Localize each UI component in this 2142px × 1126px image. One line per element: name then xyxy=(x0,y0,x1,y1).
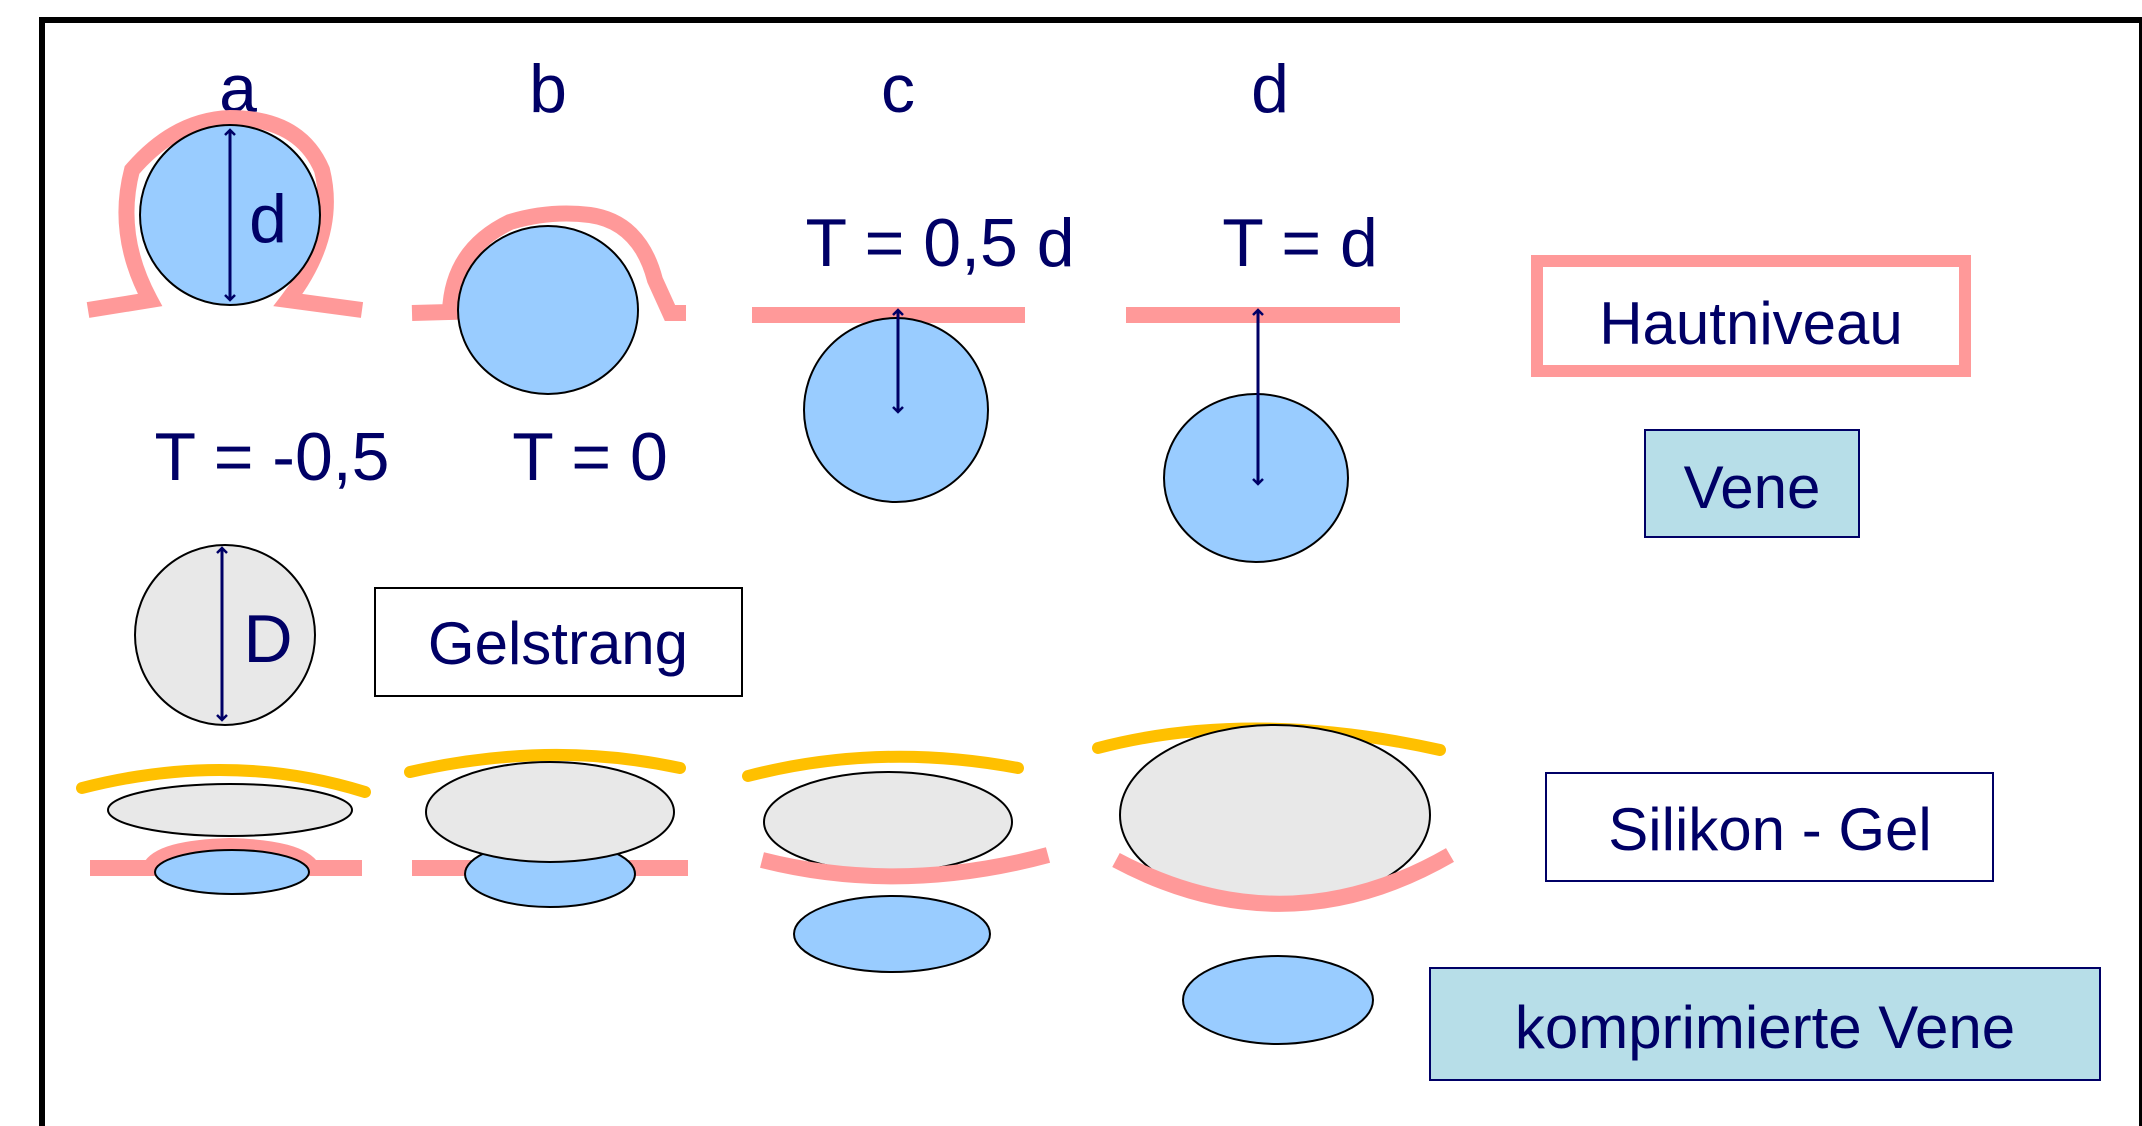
diameter-label-d: d xyxy=(249,181,287,257)
skin-line-c-compressed xyxy=(760,847,1051,885)
skin-line-a-compressed xyxy=(90,837,362,876)
legend-silicone-gel-label: Silikon - Gel xyxy=(1608,796,1931,863)
vein-c xyxy=(803,317,989,503)
vein-b xyxy=(457,225,639,395)
column-d-uncompressed: T = d xyxy=(1126,205,1400,563)
column-a-compressed xyxy=(76,764,371,895)
column-b-compressed xyxy=(404,748,688,908)
column-c-uncompressed: T = 0,5 d xyxy=(752,205,1075,503)
vein-d-compressed xyxy=(1182,955,1374,1045)
outer-frame xyxy=(39,17,2142,1126)
silicone-gel-c xyxy=(742,750,1024,782)
vein-d xyxy=(1163,393,1349,563)
legend-silicone-gel-box xyxy=(1545,772,1994,882)
silicone-gel-a xyxy=(76,764,371,798)
column-label-b: b xyxy=(529,51,567,127)
skin-line-a xyxy=(86,109,364,318)
legend-compressed-vein-box xyxy=(1429,967,2101,1081)
legend-skin-level-label: Hautniveau xyxy=(1599,290,1903,357)
gel-b xyxy=(425,761,675,863)
depth-label-c: T = 0,5 d xyxy=(805,205,1074,281)
legend-skin-level-box xyxy=(1531,255,1971,377)
skin-line-b xyxy=(411,205,686,321)
vein-a-compressed xyxy=(154,849,310,895)
silicone-gel-b xyxy=(404,748,686,778)
column-c-compressed xyxy=(742,750,1051,973)
vein-c-compressed xyxy=(793,895,991,973)
gel-strand-sample: D xyxy=(134,544,316,726)
column-b-uncompressed xyxy=(411,205,686,395)
depth-label-d: T = d xyxy=(1222,205,1378,281)
column-label-c: c xyxy=(881,51,915,127)
depth-label-b: T = 0 xyxy=(512,419,668,495)
legend-vein-box xyxy=(1644,429,1860,538)
depth-label-a: T = -0,5 xyxy=(155,419,390,495)
legend-vein-label: Vene xyxy=(1684,454,1821,521)
column-a-uncompressed: d xyxy=(86,109,364,318)
legend-gel-strand-box xyxy=(374,587,743,697)
diameter-label-D: D xyxy=(243,601,292,677)
skin-line-d-compressed xyxy=(1112,848,1454,912)
legend-gel-strand-label: Gelstrang xyxy=(428,610,688,677)
gel-a xyxy=(107,783,353,837)
column-d-compressed xyxy=(1092,722,1454,1045)
legend-compressed-vein-label: komprimierte Vene xyxy=(1515,994,2015,1061)
column-label-d: d xyxy=(1251,51,1289,127)
gel-c xyxy=(763,771,1013,873)
